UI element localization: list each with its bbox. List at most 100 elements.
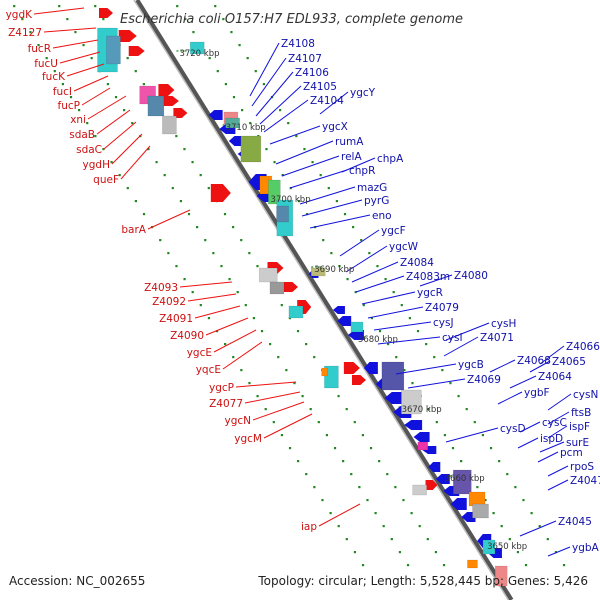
reverse-gene-arrow [413,432,430,442]
track-dot [489,447,493,450]
track-dot [411,382,414,385]
left-leader-line [179,281,233,288]
track-dot [224,343,227,346]
track-dot [21,18,24,21]
track-dot [207,187,210,190]
scale-label: 3680 kbp [358,335,398,345]
track-dot [305,343,308,346]
track-dot [395,356,398,359]
right-gene-label: Z4047 [570,475,600,487]
track-dot [538,525,541,528]
track-dot [142,83,145,86]
left-leader-line [43,27,97,33]
right-gene-label: surE [566,437,589,449]
left-gene-label: ygcN [224,415,251,427]
track-dot [248,382,251,385]
track-dot [280,434,284,437]
leader-layer [33,7,572,557]
track-dot [155,161,158,164]
track-dot [236,291,239,294]
track-dot [240,239,243,242]
reverse-gene-arrow [347,330,364,340]
track-dot [196,226,199,229]
track-dot [86,122,89,125]
track-dot [66,18,69,21]
track-dot [238,44,241,47]
track-dot [102,18,105,21]
track-dot [319,174,322,177]
gene-block-cyan [482,539,496,555]
left-leader-line [96,109,131,135]
track-dot [353,421,356,424]
right-leader-line [259,85,302,125]
track-dot [408,317,412,320]
track-dot [53,70,56,73]
track-dot [167,252,170,255]
track-dot [338,265,341,268]
track-dot [118,174,121,177]
track-dot [416,330,420,333]
track-dot [207,317,211,320]
right-gene-label: relA [341,151,362,163]
gene-block-cyan [288,305,304,319]
track-dot [361,434,365,437]
track-dot [441,369,444,372]
right-leader-line [373,321,432,331]
backbone-layer [133,0,514,600]
gene-block-gray [401,389,422,415]
track-dot [114,96,118,99]
track-dot [406,564,410,567]
gene-block-gray [412,484,427,496]
track-dot [199,304,202,307]
track-dot [400,304,403,307]
track-dot [273,161,276,164]
track-dot [330,252,333,255]
track-dot [171,187,174,190]
right-leader-line [345,245,388,273]
track-dot [353,551,357,554]
scale-label: 3660 kbp [445,474,485,484]
gene-block-gray [162,115,177,135]
track-dot [142,213,146,216]
right-leader-line [275,140,334,165]
track-dot [69,96,73,99]
track-dot [382,525,385,528]
track-dot [191,291,194,294]
left-gene-label: ygcE [187,347,212,359]
track-dot [183,278,186,281]
right-gene-label: Z4080 [454,270,488,282]
right-leader-line [445,427,499,443]
left-leader-line [103,121,137,150]
left-gene-label: xni [70,114,86,126]
track-dot [214,5,217,8]
track-dot [465,408,468,411]
track-dot [134,70,137,73]
track-dot [102,148,105,151]
left-leader-line [194,305,241,319]
gene-block-indigo [452,469,472,495]
track-dot [305,473,308,476]
track-dot [554,551,558,554]
forward-gene-arrow [173,108,188,118]
track-dot [449,382,452,385]
right-gene-label: cysH [491,318,516,330]
forward-gene-arrow [425,480,438,490]
track-dot [313,486,316,489]
feature-layer [97,8,508,587]
track-dot [184,18,187,21]
track-dot [335,200,338,203]
track-dot [301,395,304,398]
left-gene-label: barA [121,224,146,236]
gene-block-olive [310,267,326,277]
right-gene-label: cysJ [433,317,454,329]
track-dot [110,161,113,164]
left-gene-label: ygcM [234,433,262,445]
track-dot [390,538,393,541]
track-dot [199,174,202,177]
track-dot [360,239,363,242]
track-dot [342,460,345,463]
track-dot [262,83,265,86]
left-leader-line [213,329,257,353]
right-leader-line [361,291,416,305]
track-dot [241,109,244,112]
